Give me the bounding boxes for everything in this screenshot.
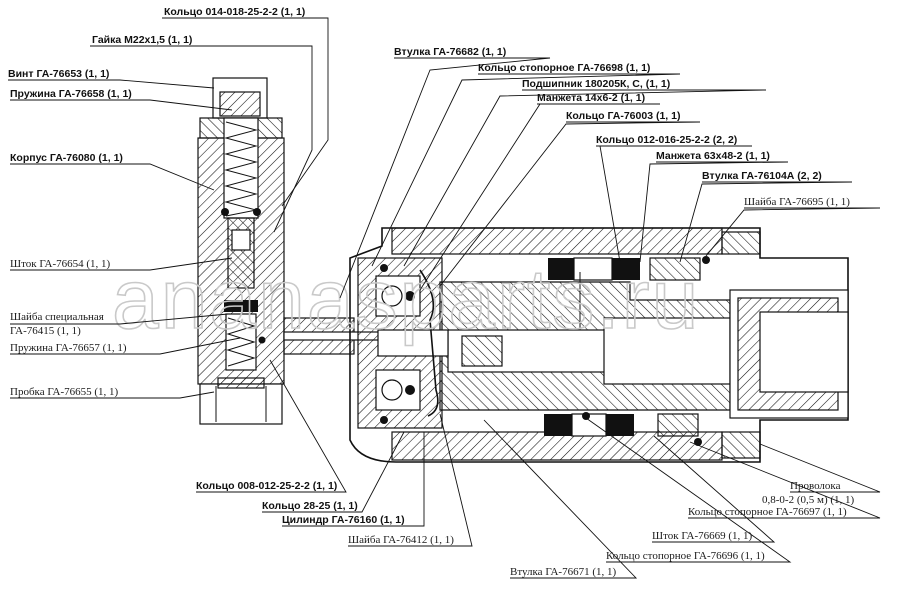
label-shayba-12: Шайба ГА-76412 (1, 1) [348, 534, 454, 546]
label-kolco-stop-98: Кольцо стопорное ГА-76698 (1, 1) [478, 62, 650, 74]
label-shayba-spec-line2: ГА-76415 (1, 1) [10, 325, 81, 337]
label-kolco-stop-96: Кольцо стопорное ГА-76696 (1, 1) [606, 550, 765, 562]
label-kolco-28: Кольцо 28-25 (1, 1) [262, 500, 358, 512]
label-podshipnik: Подшипник 180205К, С, (1, 1) [522, 78, 670, 90]
label-kolco-014: Кольцо 014-018-25-2-2 (1, 1) [164, 6, 305, 18]
label-shtok-54: Шток ГА-76654 (1, 1) [10, 258, 111, 270]
label-shtok-69: Шток ГА-76669 (1, 1) [652, 530, 753, 542]
label-gayka: Гайка М22х1,5 (1, 1) [92, 34, 192, 46]
label-kolco-stop-97: Кольцо стопорное ГА-76697 (1, 1) [688, 506, 847, 518]
label-vtulka-104: Втулка ГА-76104А (2, 2) [702, 170, 822, 182]
part-labels: Кольцо 014-018-25-2-2 (1, 1) Гайка М22х1… [8, 6, 855, 578]
label-shayba-spec-line1: Шайба специальная [10, 311, 104, 323]
label-kolco-012: Кольцо 012-016-25-2-2 (2, 2) [596, 134, 737, 146]
label-provoloka-line2: 0,8-0-2 (0,5 м) (1, 1) [762, 494, 855, 506]
cylinder-assembly [349, 227, 849, 463]
label-korpus: Корпус ГА-76080 (1, 1) [10, 152, 123, 164]
label-vint: Винт ГА-76653 (1, 1) [8, 68, 109, 80]
label-shayba-95: Шайба ГА-76695 (1, 1) [744, 196, 850, 208]
label-pruzhina-57: Пружина ГА-76657 (1, 1) [10, 342, 127, 354]
valve-body [197, 77, 285, 425]
connecting-tube [283, 317, 381, 355]
label-vtulka-71: Втулка ГА-76671 (1, 1) [510, 566, 616, 578]
label-vtulka-82: Втулка ГА-76682 (1, 1) [394, 46, 506, 58]
label-probka: Пробка ГА-76655 (1, 1) [10, 386, 119, 398]
label-manzheta-63: Манжета 63х48-2 (1, 1) [656, 150, 770, 162]
label-kolco-003: Кольцо ГА-76003 (1, 1) [566, 110, 680, 122]
label-kolco-008: Кольцо 008-012-25-2-2 (1, 1) [196, 480, 337, 492]
label-manzheta-14: Манжета 14х6-2 (1, 1) [537, 92, 645, 104]
label-provoloka-line1: Проволока [790, 480, 841, 492]
label-pruzhina-58: Пружина ГА-76658 (1, 1) [10, 88, 132, 100]
leader-lines [8, 17, 881, 579]
label-cilindr: Цилиндр ГА-76160 (1, 1) [282, 514, 405, 526]
watermark: ananasparts.ru [112, 252, 700, 346]
